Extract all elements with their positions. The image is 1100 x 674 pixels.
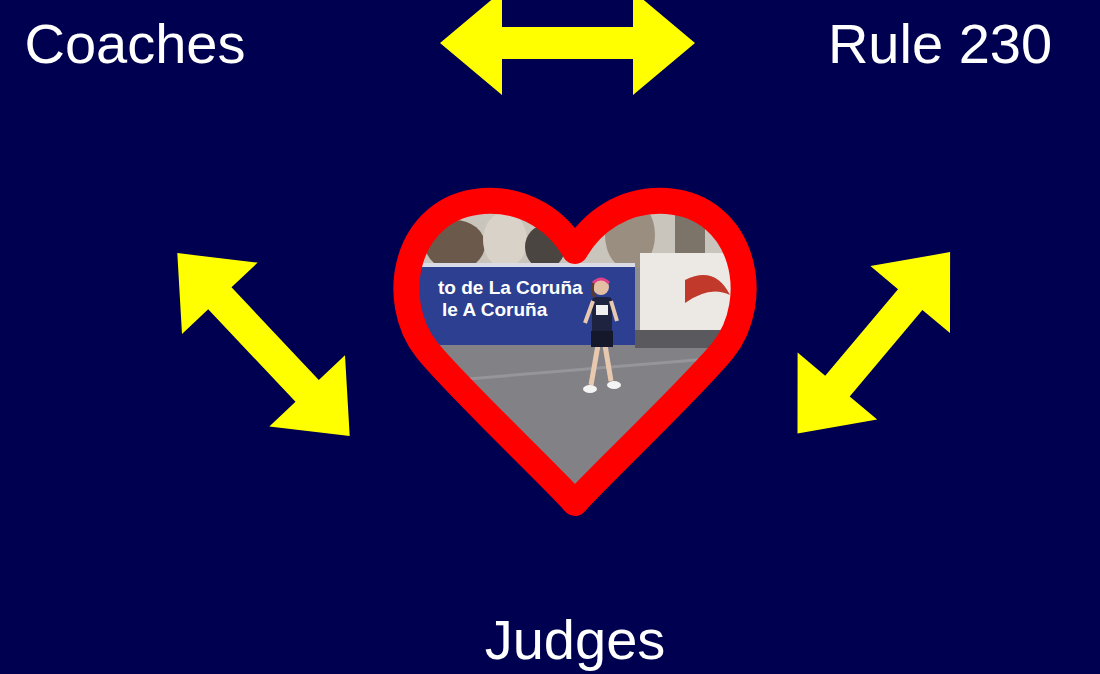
banner-text: le A Coruña [442,299,547,321]
text-node: Coaches [10,6,260,80]
heart-photo [395,185,755,515]
heart-node: Judgesto de La Coruñale A Coruña [395,185,755,515]
node-label: Coaches [10,6,260,80]
node-label: Judges [355,603,795,674]
node-label: Rule 230 [785,6,1095,80]
double-arrow [798,252,951,433]
double-arrow [177,253,349,436]
text-node: Rule 230 [785,6,1095,80]
banner-text: to de La Coruña [438,277,583,299]
double-arrow [440,0,695,95]
